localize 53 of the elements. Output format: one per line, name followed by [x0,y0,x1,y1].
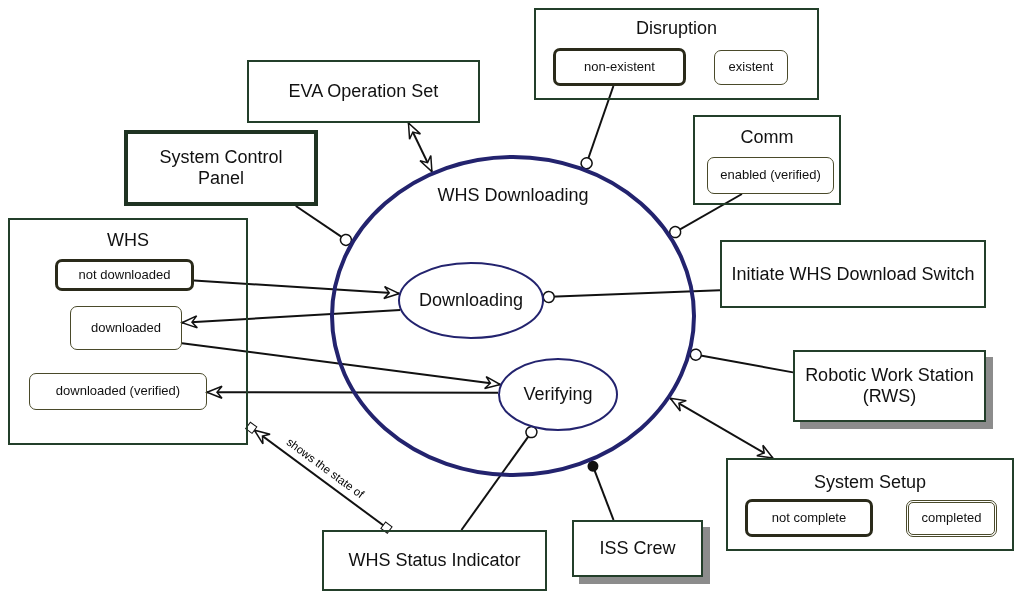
state-label: non-existent [584,59,655,75]
process-ellipse [498,358,618,431]
object-box [720,240,986,308]
object-label: ISS Crew [599,538,676,559]
arrow [669,397,774,459]
arrow [181,309,402,329]
state-label: existent [728,60,774,75]
state-box [707,157,834,194]
object-label: Robotic Work Station (RWS) [804,365,975,407]
object-label: Initiate WHS Download Switch [731,263,975,285]
arrow [181,342,502,390]
object-box [726,458,1014,551]
process-label: Downloading [418,290,524,311]
state-label: downloaded (verified) [55,384,181,399]
labeled-arrow [244,421,393,534]
object-box [534,8,819,100]
object-label: System Setup [813,472,927,493]
process-ellipse [398,262,544,339]
state-box [29,373,207,410]
state-box [906,500,997,537]
object-label: Comm [740,127,794,148]
object-label: Disruption [636,18,717,39]
arrow [407,122,433,173]
process-label: WHS Downloading [437,185,589,206]
state-box [55,259,194,291]
instrument-link [587,460,615,521]
state-label: downloaded [90,320,162,336]
object-box [322,530,547,591]
state-box [553,48,686,86]
arrow [206,385,500,399]
instrument-link [542,289,721,304]
object-label: EVA Operation Set [288,81,439,102]
state-box [714,50,788,85]
object-label: System Control Panel [158,147,284,189]
instrument-link [294,205,353,247]
state-label: enabled (verified) [720,168,821,183]
object-box [247,60,480,123]
object-box [124,130,318,206]
process-label: Verifying [523,384,593,405]
instrument-link [460,425,538,531]
instrument-link [689,348,794,374]
arrow [193,279,401,300]
instrument-link [668,193,743,239]
state-label: completed [921,511,982,526]
object-box [693,115,841,205]
object-box [8,218,248,445]
object-label: WHS Status Indicator [348,550,521,571]
state-box [745,499,873,537]
instrument-link [580,85,615,170]
state-label: not downloaded [78,267,171,283]
object-label: WHS [107,230,149,251]
state-box [70,306,182,350]
state-label: not complete [771,510,847,526]
